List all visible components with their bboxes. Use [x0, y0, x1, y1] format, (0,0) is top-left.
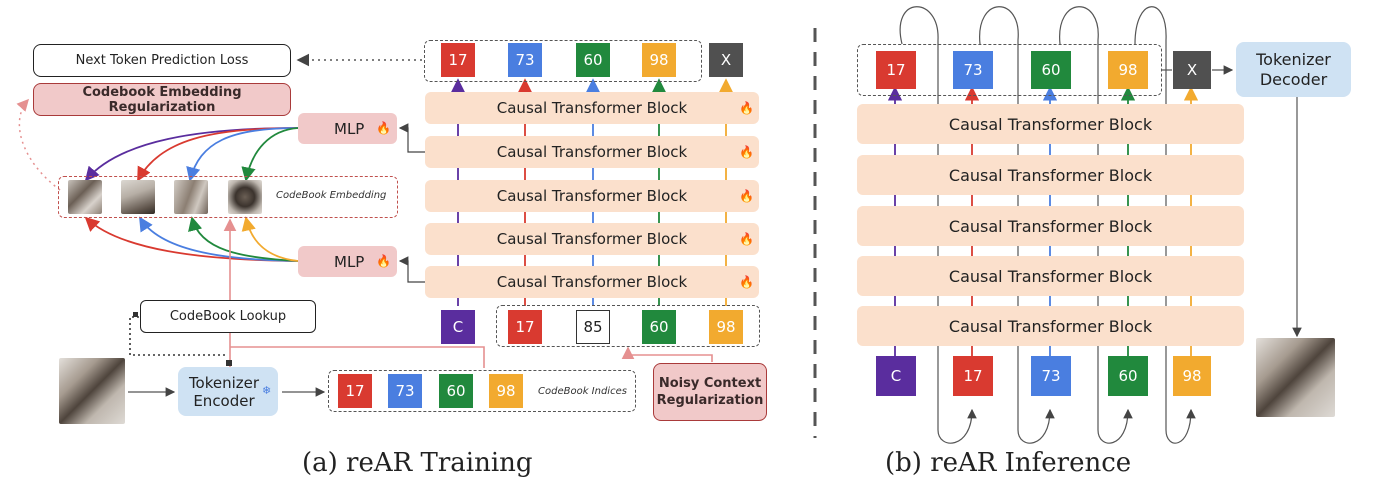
output-token-73: 73: [508, 43, 542, 77]
block-label: Causal Transformer Block: [496, 273, 688, 291]
index-token-73: 73: [388, 374, 422, 408]
input-token-17: 17: [508, 310, 542, 344]
inference-transformer-block-3: Causal Transformer Block: [857, 206, 1244, 246]
index-token-17: 17: [338, 374, 372, 408]
block-label: Causal Transformer Block: [948, 266, 1153, 286]
block-label: Causal Transformer Block: [496, 187, 688, 205]
block-label: Causal Transformer Block: [948, 165, 1153, 185]
fire-icon: 🔥: [376, 121, 391, 135]
fire-icon: 🔥: [739, 101, 754, 115]
codebook-indices-label: CodeBook Indices: [538, 386, 627, 397]
causal-transformer-block-3: Causal Transformer Block: [425, 180, 759, 212]
output-cat-image: [1256, 338, 1335, 417]
snowflake-icon: ❄: [262, 384, 272, 397]
noisy-context-regularization-box: Noisy Context Regularization: [653, 363, 767, 421]
block-label: Causal Transformer Block: [948, 316, 1153, 336]
output-token-98: 98: [642, 43, 676, 77]
index-token-60: 60: [439, 374, 473, 408]
inference-output-token-60: 60: [1031, 51, 1071, 89]
output-token-60: 60: [576, 43, 610, 77]
inference-output-token-73: 73: [953, 51, 993, 89]
output-token-x: X: [709, 43, 743, 77]
inference-transformer-block-2: Causal Transformer Block: [857, 155, 1244, 195]
output-tokens-group: [424, 40, 702, 82]
input-cat-image: [59, 358, 125, 424]
mlp-upper: MLP: [298, 113, 397, 144]
mlp-label: MLP: [334, 119, 365, 138]
causal-transformer-block-2: Causal Transformer Block: [425, 136, 759, 168]
block-label: Causal Transformer Block: [948, 216, 1153, 236]
fire-icon: 🔥: [739, 275, 754, 289]
block-label: Causal Transformer Block: [948, 114, 1153, 134]
causal-transformer-block-1: Causal Transformer Block: [425, 92, 759, 124]
input-token-60: 60: [642, 310, 676, 344]
fire-icon: 🔥: [739, 232, 754, 246]
index-token-98: 98: [489, 374, 523, 408]
caption-inference: (b) reAR Inference: [885, 448, 1132, 478]
cat-embedding-image-2: [121, 180, 155, 214]
output-token-17: 17: [441, 43, 475, 77]
causal-transformer-block-4: Causal Transformer Block: [425, 223, 759, 255]
inference-input-token-60: 60: [1108, 356, 1148, 396]
cat-embedding-image-4: [228, 180, 262, 214]
inference-input-token-98: 98: [1173, 356, 1211, 396]
inference-transformer-block-4: Causal Transformer Block: [857, 256, 1244, 296]
input-token-98: 98: [709, 310, 743, 344]
inference-transformer-block-5: Causal Transformer Block: [857, 306, 1244, 346]
codebook-embedding-group: [58, 176, 398, 218]
cat-embedding-image-1: [68, 180, 102, 214]
codebook-embedding-label: CodeBook Embedding: [276, 190, 387, 201]
inference-input-token-c: C: [876, 356, 916, 396]
tokenizer-encoder-label: Tokenizer Encoder: [188, 373, 260, 410]
block-label: Causal Transformer Block: [496, 143, 688, 161]
inference-input-token-73: 73: [1031, 356, 1071, 396]
tokenizer-decoder-box: Tokenizer Decoder: [1236, 42, 1351, 97]
block-label: Causal Transformer Block: [496, 230, 688, 248]
cat-embedding-image-3: [174, 180, 208, 214]
inference-input-token-17: 17: [953, 356, 993, 396]
causal-transformer-block-5: Causal Transformer Block: [425, 266, 759, 298]
inference-output-token-98: 98: [1108, 51, 1148, 89]
mlp-lower: MLP: [298, 246, 397, 277]
block-label: Causal Transformer Block: [496, 99, 688, 117]
fire-icon: 🔥: [376, 254, 391, 268]
next-token-loss-box: Next Token Prediction Loss: [33, 44, 291, 77]
inference-output-tokens-group: [857, 44, 1162, 96]
codebook-embedding-regularization-box: Codebook Embedding Regularization: [33, 83, 291, 116]
inference-transformer-block-1: Causal Transformer Block: [857, 104, 1244, 144]
mlp-label: MLP: [334, 252, 365, 271]
fire-icon: 🔥: [739, 189, 754, 203]
input-token-85: 85: [576, 310, 610, 344]
inference-output-token-17: 17: [876, 51, 916, 89]
tokenizer-encoder-box: Tokenizer Encoder: [178, 367, 278, 416]
codebook-indices-group: [328, 370, 636, 412]
caption-training: (a) reAR Training: [302, 448, 533, 478]
fire-icon: 🔥: [739, 145, 754, 159]
inference-output-token-x: X: [1173, 51, 1211, 89]
codebook-lookup-box: CodeBook Lookup: [140, 300, 316, 333]
input-token-c: C: [441, 310, 475, 344]
input-tokens-group: [496, 305, 760, 347]
